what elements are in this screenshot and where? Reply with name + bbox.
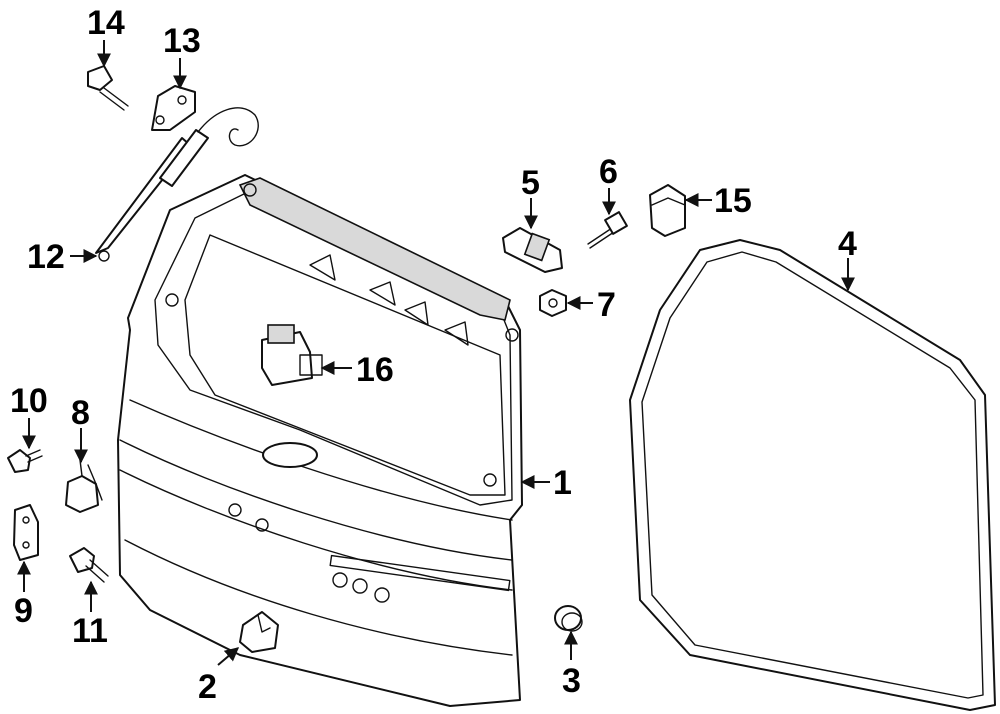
bolt-upper: [87, 65, 129, 111]
callout-5: 5: [521, 164, 540, 202]
bolt-side: [7, 449, 43, 473]
callout-labels: 1 2 3 4 5 6 7 8 9 10 11 12 13 14 15 16: [10, 4, 857, 706]
callout-16: 16: [356, 351, 394, 389]
gas-strut: [95, 107, 259, 262]
callout-11: 11: [72, 612, 108, 650]
bolt-lower: [69, 547, 109, 583]
nut: [539, 289, 567, 317]
striker: [65, 459, 103, 513]
liftgate-panel: [117, 174, 523, 707]
callout-15: 15: [714, 182, 752, 220]
bolt: [587, 211, 628, 249]
callout-9: 9: [14, 592, 33, 630]
bumper-stop: [554, 605, 583, 632]
clip: [239, 611, 279, 653]
callout-13: 13: [163, 22, 201, 60]
callout-6: 6: [599, 153, 618, 191]
callout-12: 12: [27, 238, 65, 276]
leader-2: [217, 647, 240, 666]
bracket: [502, 227, 563, 273]
strut-bracket: [151, 85, 196, 131]
callout-3: 3: [562, 662, 581, 700]
callout-2: 2: [198, 668, 217, 706]
latch-actuator: [261, 324, 323, 386]
callout-10: 10: [10, 382, 48, 420]
callout-8: 8: [71, 394, 90, 432]
shim-plate: [13, 504, 39, 561]
callout-4: 4: [838, 225, 857, 263]
weatherstrip-seal: [629, 239, 996, 711]
callout-1: 1: [553, 464, 572, 502]
callout-7: 7: [597, 286, 616, 324]
leader-lines: [17, 40, 855, 666]
callout-14: 14: [87, 4, 125, 42]
cover-cap: [649, 184, 686, 237]
